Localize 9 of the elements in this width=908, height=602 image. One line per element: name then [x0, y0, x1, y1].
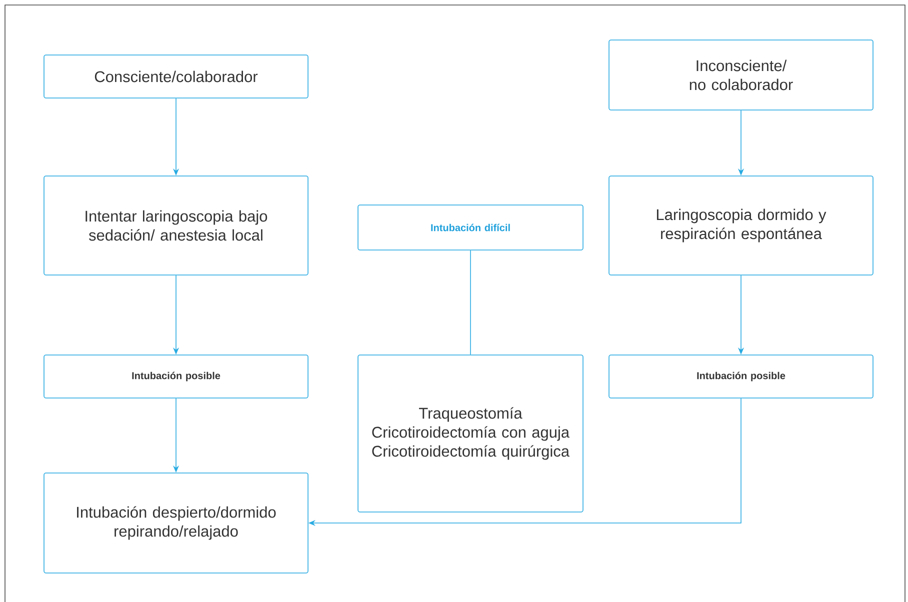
process-box: Intubación despierto/dormido repirando/relajado [44, 472, 308, 574]
process-box: Intubación posible [44, 354, 308, 398]
process-box: Intubación posible [608, 354, 874, 398]
process-box: Intentar laringoscopia bajo sedación/ anestesia local [44, 176, 308, 276]
process-box: Laringoscopia dormido y respiración espontánea [608, 176, 874, 276]
process-box: Inconsciente/ no colaborador [608, 40, 874, 110]
heading-box: Intubación difícil [358, 204, 584, 250]
process-box: Consciente/colaborador [44, 54, 308, 98]
process-box: Traqueostomía Cricotiroidectomía con aguja Cricotiroidectomía quirúrgica [358, 354, 584, 512]
